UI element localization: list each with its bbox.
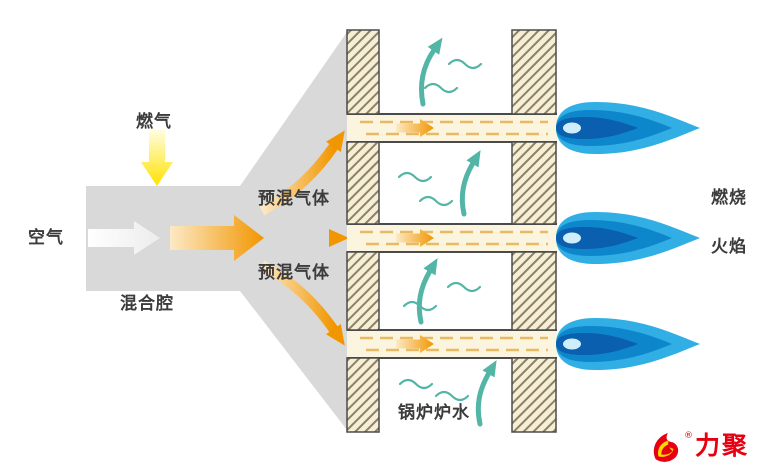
flame-3 bbox=[556, 318, 700, 370]
tube-flow-arrow bbox=[396, 119, 434, 137]
wall-segment bbox=[511, 29, 557, 115]
boiler-wall-left bbox=[346, 29, 380, 433]
burner-tube-1 bbox=[347, 113, 557, 143]
wall-segment bbox=[346, 141, 380, 225]
wall-segment bbox=[346, 251, 380, 331]
water-wave bbox=[446, 281, 482, 293]
tube-flow-arrow bbox=[396, 335, 434, 353]
water-arrow-3 bbox=[416, 258, 438, 325]
burner-tube-2 bbox=[347, 223, 557, 253]
brand-name: 力聚 bbox=[694, 431, 749, 460]
label-air: 空气 bbox=[28, 228, 64, 248]
water-wave bbox=[402, 300, 438, 312]
water-arrow-bottom bbox=[475, 360, 497, 427]
water-wave bbox=[423, 82, 459, 94]
water-flow bbox=[397, 37, 497, 427]
air-arrow bbox=[88, 221, 160, 255]
fan-arrow-bottom bbox=[259, 260, 345, 346]
water-arrow-top bbox=[418, 37, 443, 107]
water-wave bbox=[397, 171, 433, 183]
label-boiler-water: 锅炉炉水 bbox=[398, 403, 470, 423]
brand-logo: ® 力聚 bbox=[650, 429, 749, 463]
flame-2 bbox=[556, 212, 700, 264]
tube-flow-arrow bbox=[396, 229, 434, 247]
flame-1 bbox=[556, 102, 700, 154]
fan-arrows bbox=[259, 130, 349, 346]
wall-segment bbox=[346, 29, 380, 115]
water-arrow-2 bbox=[459, 150, 481, 217]
label-mixing-chamber: 混合腔 bbox=[120, 294, 174, 314]
fan-arrow-top bbox=[259, 130, 345, 216]
water-wave bbox=[434, 390, 470, 402]
boiler-wall-right bbox=[511, 29, 557, 433]
label-gas: 燃气 bbox=[136, 112, 172, 132]
mix-arrow bbox=[170, 215, 264, 261]
registered-mark: ® bbox=[683, 431, 693, 441]
logo-flame-icon bbox=[653, 432, 679, 462]
label-combustion-flame: 燃烧 火焰 bbox=[711, 183, 747, 257]
label-combustion-flame-line1: 燃烧 bbox=[711, 188, 747, 208]
wall-segment bbox=[511, 141, 557, 225]
water-wave bbox=[447, 58, 483, 70]
water-wave bbox=[418, 195, 454, 207]
gas-arrow bbox=[141, 130, 173, 186]
label-combustion-flame-line2: 火焰 bbox=[711, 237, 747, 257]
label-premixed-gas-top: 预混气体 bbox=[258, 189, 330, 209]
wall-segment bbox=[346, 357, 380, 433]
water-wave bbox=[398, 378, 434, 390]
wall-segment bbox=[511, 251, 557, 331]
burner-tube-3 bbox=[347, 329, 557, 359]
wall-segment bbox=[511, 357, 557, 433]
label-premixed-gas-bottom: 预混气体 bbox=[258, 263, 330, 283]
